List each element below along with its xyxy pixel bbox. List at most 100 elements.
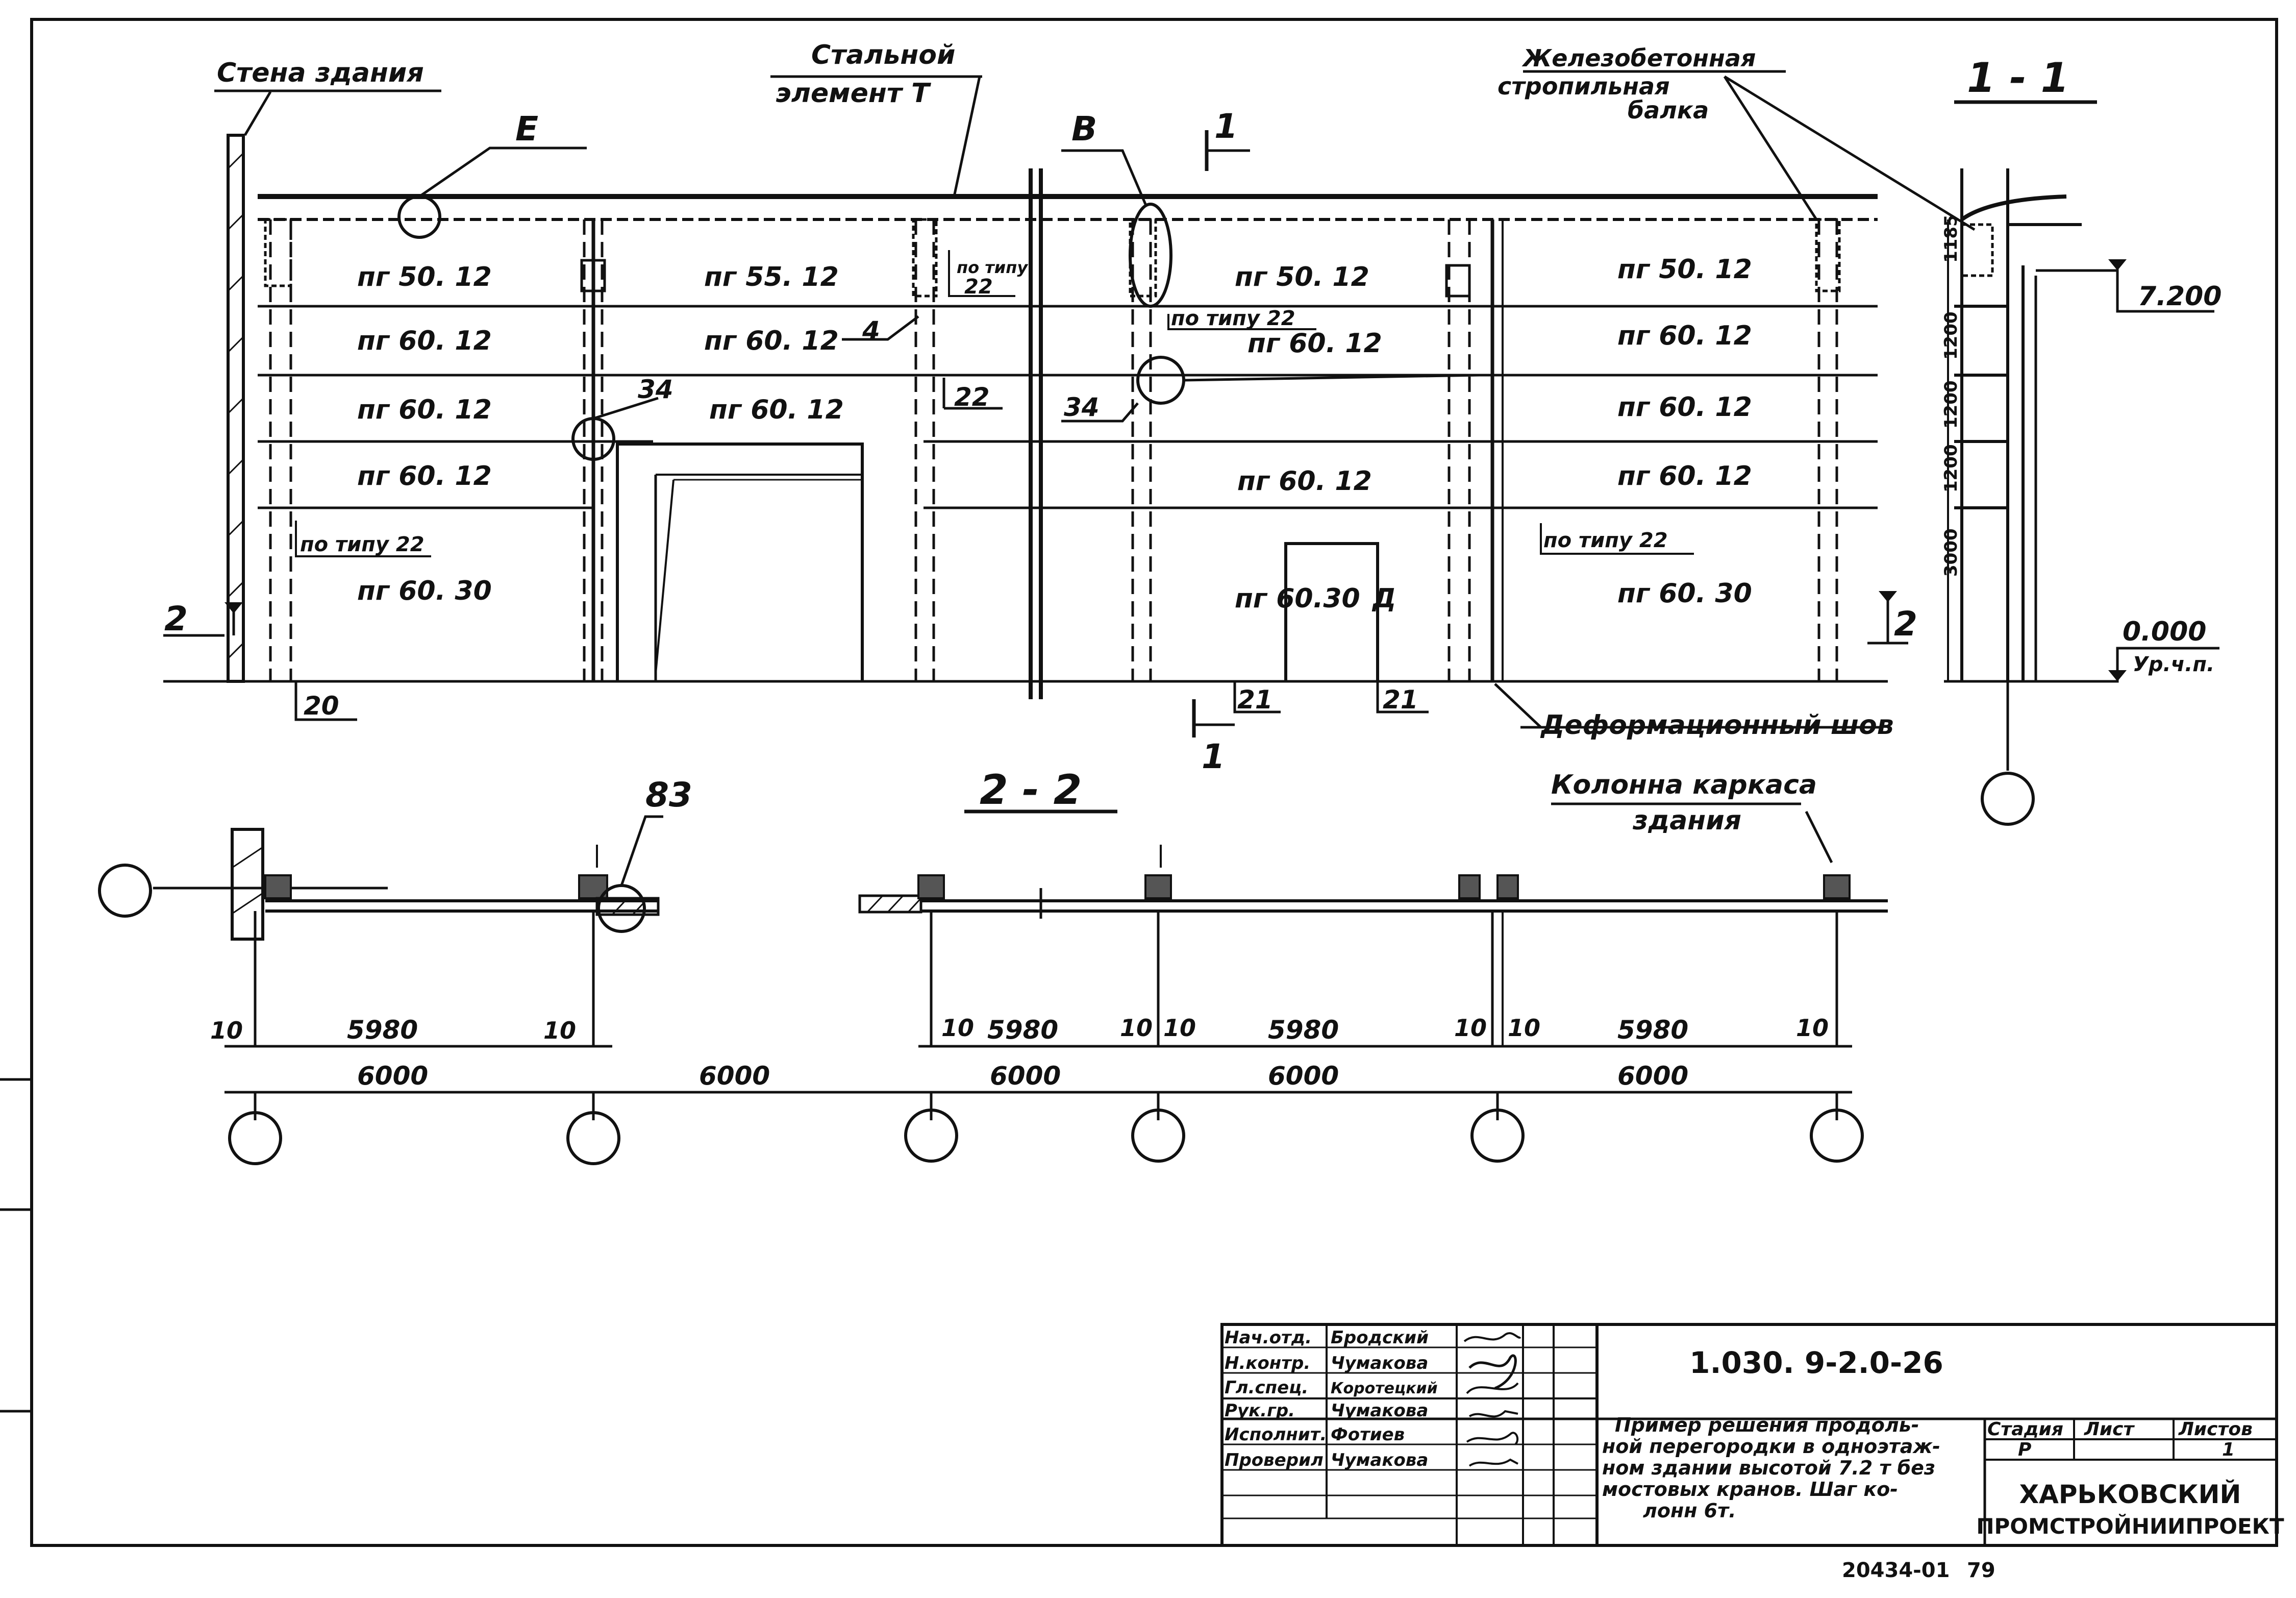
role-6: Проверил <box>1225 1450 1324 1470</box>
role-1: Нач.отд. <box>1225 1327 1312 1348</box>
axis-bubble-2 <box>566 1111 620 1165</box>
org-line-1: ХАРЬКОВСКИЙ <box>2019 1479 2241 1509</box>
page-number: 79 <box>1967 1559 1995 1582</box>
panel-c1-r5: пг 60. 30 <box>357 576 492 606</box>
panel-c2-r3: пг 60. 12 <box>709 395 844 425</box>
elev-zero: 0.000 <box>2123 617 2206 647</box>
callout-rc-2: стропильная <box>1498 72 1670 100</box>
mark-by-type-22-right: по типу 22 <box>1543 529 1668 552</box>
panel-c4-r1: пг 50. 12 <box>1617 254 1752 285</box>
axis-bubble-4 <box>1131 1109 1185 1163</box>
axis-bubble-11 <box>1981 772 2035 826</box>
mark-21-left: 21 <box>1237 685 1273 715</box>
mark-34-left: 34 <box>638 375 673 404</box>
mark-2-right: 2 <box>1894 604 1917 644</box>
mark-22-small: 22 <box>964 275 993 299</box>
panel-c4-r5: пг 60. 30 <box>1617 578 1752 609</box>
panel-c2-r2: пг 60. 12 <box>704 326 839 356</box>
sheet-header: Лист <box>2084 1419 2135 1440</box>
sheets-value: 1 <box>2222 1439 2235 1460</box>
role-5: Исполнит. <box>1225 1424 1327 1445</box>
desc-line-4: мостовых кранов. Шаг ко- <box>1602 1478 1898 1501</box>
panel-c3-r5: пг 60.30 <box>1235 583 1360 614</box>
door-opening <box>1284 542 1379 681</box>
panel-c4-r4: пг 60. 12 <box>1617 461 1752 491</box>
dim-5980-d: 5980 <box>1617 1015 1688 1045</box>
axis-bubble-6 <box>1810 1109 1864 1163</box>
callout-steel-1: Стальной <box>811 40 955 70</box>
drawing-frame <box>30 18 2278 1547</box>
dim-5980-a: 5980 <box>347 1015 418 1045</box>
mark-21-right: 21 <box>1383 685 1418 715</box>
mark-by-type-22-left: по типу 22 <box>300 533 425 556</box>
mark-83: 83 <box>645 775 692 815</box>
mark-1-bottom: 1 <box>1202 737 1225 776</box>
mark-by-type-22-top: по типу 22 <box>1171 307 1295 330</box>
dim-10-h: 10 <box>1796 1014 1829 1042</box>
role-2: Н.контр. <box>1225 1353 1310 1373</box>
height-5: 3000 <box>1941 528 1961 577</box>
name-3: Коротецкий <box>1331 1380 1438 1397</box>
mark-4: 4 <box>862 316 880 346</box>
plan-2-2: 2 - 2 83 <box>98 766 1888 1165</box>
panel-c4-r2: пг 60. 12 <box>1617 321 1752 351</box>
height-4: 1200 <box>1941 444 1961 493</box>
dim-6000-d: 6000 <box>1268 1061 1339 1091</box>
dim-6000-e: 6000 <box>1617 1061 1688 1091</box>
axis-bubble-5 <box>1470 1109 1525 1163</box>
dim-6000-b: 6000 <box>699 1061 770 1091</box>
sheets-header: Листов <box>2178 1419 2253 1440</box>
dim-10-c: 10 <box>941 1014 974 1042</box>
name-6: Чумакова <box>1331 1450 1428 1470</box>
elev-top: 7.200 <box>2138 281 2222 312</box>
doc-code: 1.030. 9-2.0-26 <box>1689 1345 1943 1380</box>
stage-header: Стадия <box>1987 1419 2063 1440</box>
stage-value: Р <box>2018 1439 2031 1460</box>
panel-c4-r3: пг 60. 12 <box>1617 392 1752 423</box>
signatures <box>1463 1332 1521 1467</box>
dim-6000-a: 6000 <box>357 1061 428 1091</box>
panel-c1-r4: пг 60. 12 <box>357 461 492 491</box>
mark-34-right: 34 <box>1064 392 1100 422</box>
detail-b-circle <box>1129 203 1172 308</box>
desc-line-2: ной перегородки в одноэтаж- <box>1602 1435 1940 1458</box>
panel-c2-r1: пг 55. 12 <box>704 262 839 292</box>
mark-2-left: 2 <box>164 599 188 638</box>
callout-wall: Стена здания <box>217 58 424 88</box>
dim-10-d: 10 <box>1120 1014 1153 1042</box>
callout-joint: Деформационный шов <box>1540 710 1894 741</box>
detail-e-circle <box>397 195 441 239</box>
section-1-1: 1 - 1 1185 1200 1200 1200 3000 7.200 0.0… <box>1941 54 2222 826</box>
section-11-title: 1 - 1 <box>1967 54 2069 102</box>
panel-c3-r1: пг 50. 12 <box>1235 262 1369 292</box>
callout-column-1: Колонна каркаса <box>1551 770 1817 800</box>
detail-34b-circle <box>1136 356 1185 405</box>
mark-22-middle: 22 <box>954 382 990 412</box>
panel-c3-r4: пг 60. 12 <box>1237 466 1372 497</box>
mark-e: Е <box>515 109 538 149</box>
name-2: Чумакова <box>1331 1353 1428 1373</box>
mark-20: 20 <box>304 691 339 721</box>
role-3: Гл.спец. <box>1225 1378 1308 1398</box>
dim-10-e: 10 <box>1163 1014 1196 1042</box>
org-line-2: ПРОМСТРОЙНИИПРОЕКТ <box>1976 1513 2284 1539</box>
desc-line-1: Пример решения продоль- <box>1615 1414 1919 1436</box>
title-block: Нач.отд. Н.контр. Гл.спец. Рук.гр. Испол… <box>1220 1323 2284 1547</box>
floor-mark: Ур.ч.п. <box>2133 653 2214 676</box>
mark-b: В <box>1071 109 1097 149</box>
name-4: Чумакова <box>1331 1400 1428 1421</box>
dim-5980-b: 5980 <box>987 1015 1058 1045</box>
name-1: Бродский <box>1331 1327 1429 1348</box>
axis-bubble-1 <box>228 1111 282 1165</box>
mark-1-top: 1 <box>1214 107 1238 146</box>
mark-door-d: Д <box>1371 583 1396 614</box>
callout-rc-3: балка <box>1628 96 1709 124</box>
dim-5980-c: 5980 <box>1268 1015 1339 1045</box>
role-4: Рук.гр. <box>1225 1400 1295 1421</box>
dim-10-f: 10 <box>1454 1014 1487 1042</box>
panel-c1-r1: пг 50. 12 <box>357 262 492 292</box>
dim-10-a: 10 <box>210 1017 243 1044</box>
panel-c1-r2: пг 60. 12 <box>357 326 492 356</box>
callout-column-2: здания <box>1632 805 1741 836</box>
